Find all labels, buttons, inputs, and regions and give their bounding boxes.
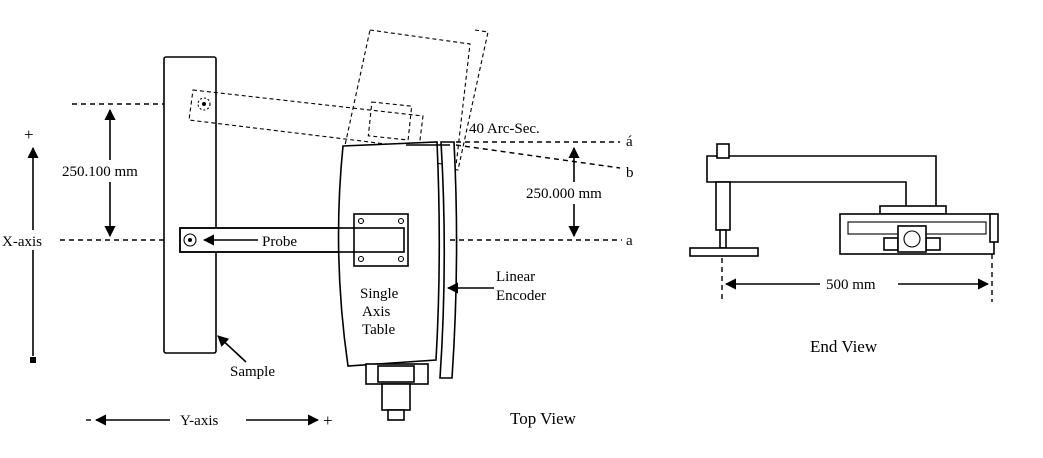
top-view-title: Top View [510,409,577,428]
linear-label: Linear [496,269,535,285]
a-prime-label: á [626,134,633,150]
x-axis-label: X-axis [2,234,42,250]
dim-right-bg [522,182,624,204]
end-view-dim-label: 500 mm [826,277,876,293]
x-axis-arrow [27,146,39,363]
sample-plate [163,56,217,354]
a-label: a [626,233,633,249]
probe-tip-dot [188,238,192,242]
mount-bolt-3 [357,255,365,263]
sample-label: Sample [230,364,275,380]
x-axis-minus-mark [30,357,36,363]
x-axis-plus-label: + [24,125,34,144]
probe-label: Probe [262,234,297,250]
end-view-motor-face [897,225,927,253]
sample-pointer [217,335,247,363]
mount-bolt-1 [357,217,365,225]
end-view-probe-top [716,143,730,159]
single-label: Single [360,286,399,302]
x-axis-label-bg [0,230,60,250]
axis-label: Axis [362,304,391,320]
probe-mount-rotated [367,101,413,141]
linear-encoder [439,141,458,379]
dim-left-bg [58,160,158,182]
end-view-mount-plate [879,205,947,215]
end-view-title: End View [810,337,878,356]
drive-motor [381,383,411,411]
b-label: b [626,165,634,181]
drive-shaft [387,409,405,421]
end-view: 500 mm End View [689,143,999,356]
dim-right-label: 250.000 mm [526,186,602,202]
probe-tip-rotated [197,97,211,111]
end-view-encoder-end [989,213,999,243]
probe-arm-rotated [188,89,424,149]
top-view: + X-axis 250.100 mm Probe [0,29,634,430]
end-view-motor-shaft [903,230,921,248]
end-view-sample-base [689,247,759,257]
table-label: Table [362,322,395,338]
mount-bolt-2 [397,217,405,225]
end-view-bridge [706,155,937,211]
dim-left-label: 250.100 mm [62,164,138,180]
ref-line-b [455,144,621,169]
encoder-label: Encoder [496,288,546,304]
end-view-probe-column [715,181,731,231]
end-view-table-block-right [925,237,941,251]
drive-nut [377,365,415,383]
end-view-table-block-left [883,237,899,251]
y-axis-plus-label: + [323,411,333,430]
y-axis-label: Y-axis [180,413,218,429]
probe-tip-rotated-dot [202,102,206,106]
probe-mount [353,213,409,267]
end-view-probe-stem [719,229,727,249]
mount-bolt-4 [397,255,405,263]
arc-sec-label: 40 Arc-Sec. [469,121,540,137]
probe-tip [183,233,197,247]
